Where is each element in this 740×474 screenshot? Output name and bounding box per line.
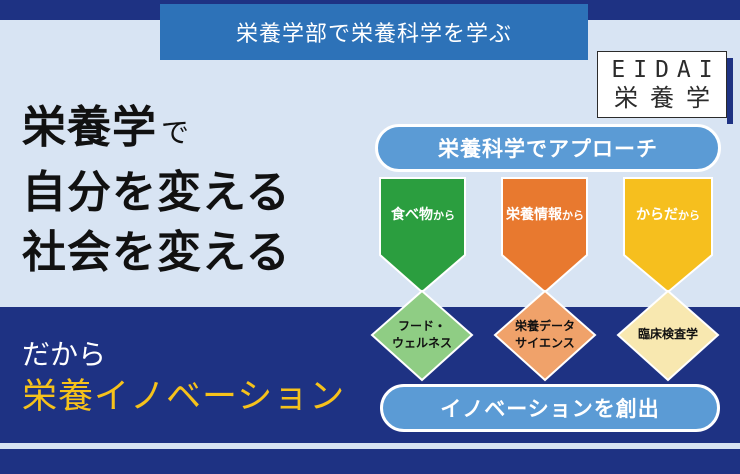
headline-line2: 自分を変える bbox=[22, 167, 291, 218]
diamond-food-line1: フード・ bbox=[397, 319, 446, 333]
approach-pill: 栄養科学でアプローチ bbox=[375, 124, 721, 172]
diamond-clinical-text: 臨床検査学 bbox=[618, 326, 718, 343]
arrow-nutrition-info bbox=[501, 177, 588, 294]
arrow-food-source: 食べ物 bbox=[391, 207, 433, 223]
arrow-info-label: 栄養情報から bbox=[497, 204, 593, 224]
diamond-data-line2: サイエンス bbox=[515, 336, 575, 350]
headline-line1-main: 栄養学 bbox=[22, 102, 157, 153]
diamond-food-line2: ウェルネス bbox=[391, 336, 452, 350]
arrow-body-source: からだ bbox=[636, 207, 678, 223]
header-banner: 栄養学部で栄養科学を学ぶ bbox=[160, 4, 588, 60]
headline: 栄養学で 自分を変える 社会を変える bbox=[22, 98, 291, 283]
arrow-info-source: 栄養情報 bbox=[506, 207, 562, 223]
bottom-band bbox=[0, 449, 740, 474]
arrow-food bbox=[379, 177, 466, 294]
diamond-clinical-line1: 臨床検査学 bbox=[637, 327, 698, 341]
headline-line3: 社会を変える bbox=[22, 227, 291, 278]
arrow-info-suffix: から bbox=[562, 209, 584, 222]
arrow-body-suffix: から bbox=[678, 209, 700, 222]
diamond-nutrition-data bbox=[493, 289, 597, 382]
arrow-body-label: からだから bbox=[628, 204, 708, 224]
arrow-food-suffix: から bbox=[433, 209, 455, 222]
tagline-dakara: だから bbox=[22, 338, 107, 371]
tagline-innovation: 栄養イノベーション bbox=[22, 377, 346, 417]
logo-ja: 栄養学 bbox=[614, 84, 722, 112]
diamond-data-line1: 栄養データ bbox=[514, 319, 575, 333]
diamond-food bbox=[370, 289, 474, 382]
logo-en: EIDAI bbox=[611, 57, 721, 83]
arrow-body bbox=[623, 177, 713, 294]
logo-rule bbox=[727, 58, 733, 124]
diamond-food-text: フード・ ウェルネス bbox=[372, 318, 472, 352]
headline-line1-particle: で bbox=[161, 116, 191, 149]
diamond-data-text: 栄養データ サイエンス bbox=[495, 318, 595, 352]
innovation-pill: イノベーションを創出 bbox=[380, 384, 720, 432]
headline-line1: 栄養学で bbox=[22, 98, 291, 163]
eidai-logo: EIDAI 栄養学 bbox=[597, 51, 733, 124]
arrow-food-label: 食べ物から bbox=[385, 204, 461, 224]
bottom-separator bbox=[0, 443, 740, 449]
diamond-clinical bbox=[616, 289, 720, 382]
